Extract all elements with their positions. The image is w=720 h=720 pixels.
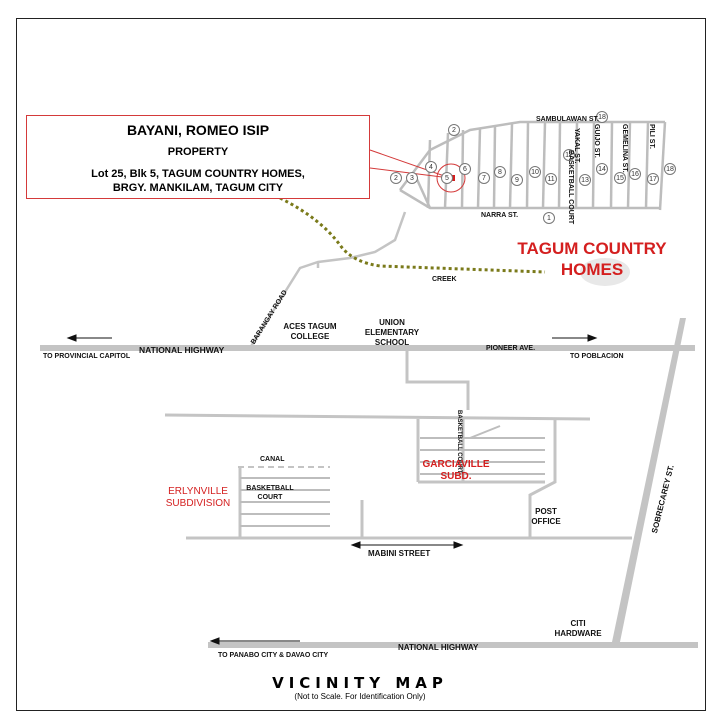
property-circle <box>436 163 466 193</box>
lot-number: 1 <box>543 212 555 224</box>
citi-line-1: CITI <box>570 619 586 628</box>
tagum-line-2: HOMES <box>560 260 624 279</box>
address-line-1: Lot 25, Blk 5, TAGUM COUNTRY HOMES, <box>91 168 305 180</box>
lot-number: 5 <box>441 172 453 184</box>
basketball-line-1: BASKETBALL <box>246 485 294 492</box>
lot-number: 18 <box>596 111 608 123</box>
narra-street-label: NARRA ST. <box>481 212 519 219</box>
yakal-street-label: YAKAL ST. <box>573 128 580 164</box>
aces-tagum-college-label: ACES TAGUM COLLEGE <box>270 322 350 342</box>
erlynville-line-2: SUBDIVISION <box>165 498 231 509</box>
tagum-country-homes-block <box>399 120 667 211</box>
mabini-street-label: MABINI STREET <box>368 549 431 558</box>
garciaville-line-2: SUBD. <box>440 471 472 482</box>
property-callout: BAYANI, ROMEO ISIP PROPERTY Lot 25, Blk … <box>26 115 370 199</box>
pili-street-label: PILI ST. <box>648 124 655 149</box>
map-subtitle: (Not to Scale. For Identification Only) <box>294 692 426 701</box>
lot-number: 17 <box>647 173 659 185</box>
gemelina-street-label: GEMELINA ST. <box>621 124 628 173</box>
to-provincial-capitol-label: TO PROVINCIAL CAPITOL <box>43 353 131 360</box>
union-line-3: SCHOOL <box>374 338 410 347</box>
post-office-label: POST OFFICE <box>518 507 574 527</box>
lot-number: 8 <box>494 166 506 178</box>
union-line-2: ELEMENTARY <box>364 328 420 337</box>
union-elementary-school-label: UNION ELEMENTARY SCHOOL <box>352 318 432 348</box>
map-frame <box>16 18 706 711</box>
aces-line-1: ACES TAGUM <box>283 322 337 331</box>
lot-number: 13 <box>579 174 591 186</box>
lot-number: 11 <box>545 173 557 185</box>
garciaville-line-1: GARCIAVILLE <box>422 459 490 470</box>
erlynville-subdivision-label: ERLYNVILLE SUBDIVISION <box>148 486 248 510</box>
lot-number: 2 <box>390 172 402 184</box>
lot-number: 18 <box>664 163 676 175</box>
garciaville-block <box>420 425 545 475</box>
property-address: Lot 25, Blk 5, TAGUM COUNTRY HOMES, BRGY… <box>27 167 369 195</box>
union-line-1: UNION <box>379 318 405 327</box>
tagum-country-homes-label: TAGUM COUNTRY HOMES <box>486 238 698 280</box>
basketball-court-label: BASKETBALL COURT <box>567 150 574 225</box>
aces-line-2: COLLEGE <box>290 332 330 341</box>
lot-number: 14 <box>596 163 608 175</box>
creek-label: CREEK <box>432 276 457 283</box>
post-line-1: POST <box>535 507 557 516</box>
national-highway-bottom-road <box>208 642 698 648</box>
creek-line <box>279 196 546 274</box>
lot-number: 16 <box>629 168 641 180</box>
citi-hardware-label: CITI HARDWARE <box>540 619 616 639</box>
to-poblacion-label: TO POBLACION <box>570 353 624 360</box>
lot-number: 6 <box>459 163 471 175</box>
erlynville-line-1: ERLYNVILLE <box>168 486 228 497</box>
lot-number: 7 <box>478 172 490 184</box>
lot-number: 3 <box>406 172 418 184</box>
address-line-2: BRGY. MANKILAM, TAGUM CITY <box>112 182 284 194</box>
sambulawan-street-label: SAMBULAWAN ST. <box>536 116 599 123</box>
basketball-court-erlynville-label: BASKETBALL COURT <box>240 484 300 502</box>
direction-arrows <box>66 334 598 645</box>
homes-halo <box>580 258 630 286</box>
map-title: VICINITY MAP <box>272 674 448 692</box>
to-panabo-davao-label: TO PANABO CITY & DAVAO CITY <box>218 652 329 659</box>
connector-roads <box>248 211 407 349</box>
lot-number: 10 <box>529 166 541 178</box>
garciaville-subd-label: GARCIAVILLE SUBD. <box>416 459 496 483</box>
national-highway-top-label: NATIONAL HIGHWAY <box>139 345 225 355</box>
lot-number: 12 <box>563 149 575 161</box>
guijo-street-label: GUIJO ST. <box>593 124 600 158</box>
citi-line-2: HARDWARE <box>554 629 602 638</box>
erlynville-block <box>240 477 330 527</box>
lot-number: 9 <box>511 174 523 186</box>
sobrecarey-street-road <box>612 318 686 642</box>
pioneer-ave-label: PIONEER AVE. <box>486 345 536 352</box>
tagum-line-1: TAGUM COUNTRY <box>517 239 667 258</box>
national-highway-bottom-label: NATIONAL HIGHWAY <box>398 643 479 652</box>
national-highway-top-road <box>40 345 695 351</box>
lot-number: 2 <box>448 124 460 136</box>
basketball-line-2: COURT <box>257 494 283 501</box>
lot-number: 15 <box>614 172 626 184</box>
lot-number: 4 <box>425 161 437 173</box>
canal-label: CANAL <box>260 456 285 463</box>
post-line-2: OFFICE <box>531 517 561 526</box>
property-label: PROPERTY <box>167 146 229 158</box>
middle-roads <box>164 351 632 540</box>
owner-name: BAYANI, ROMEO ISIP <box>126 122 270 138</box>
